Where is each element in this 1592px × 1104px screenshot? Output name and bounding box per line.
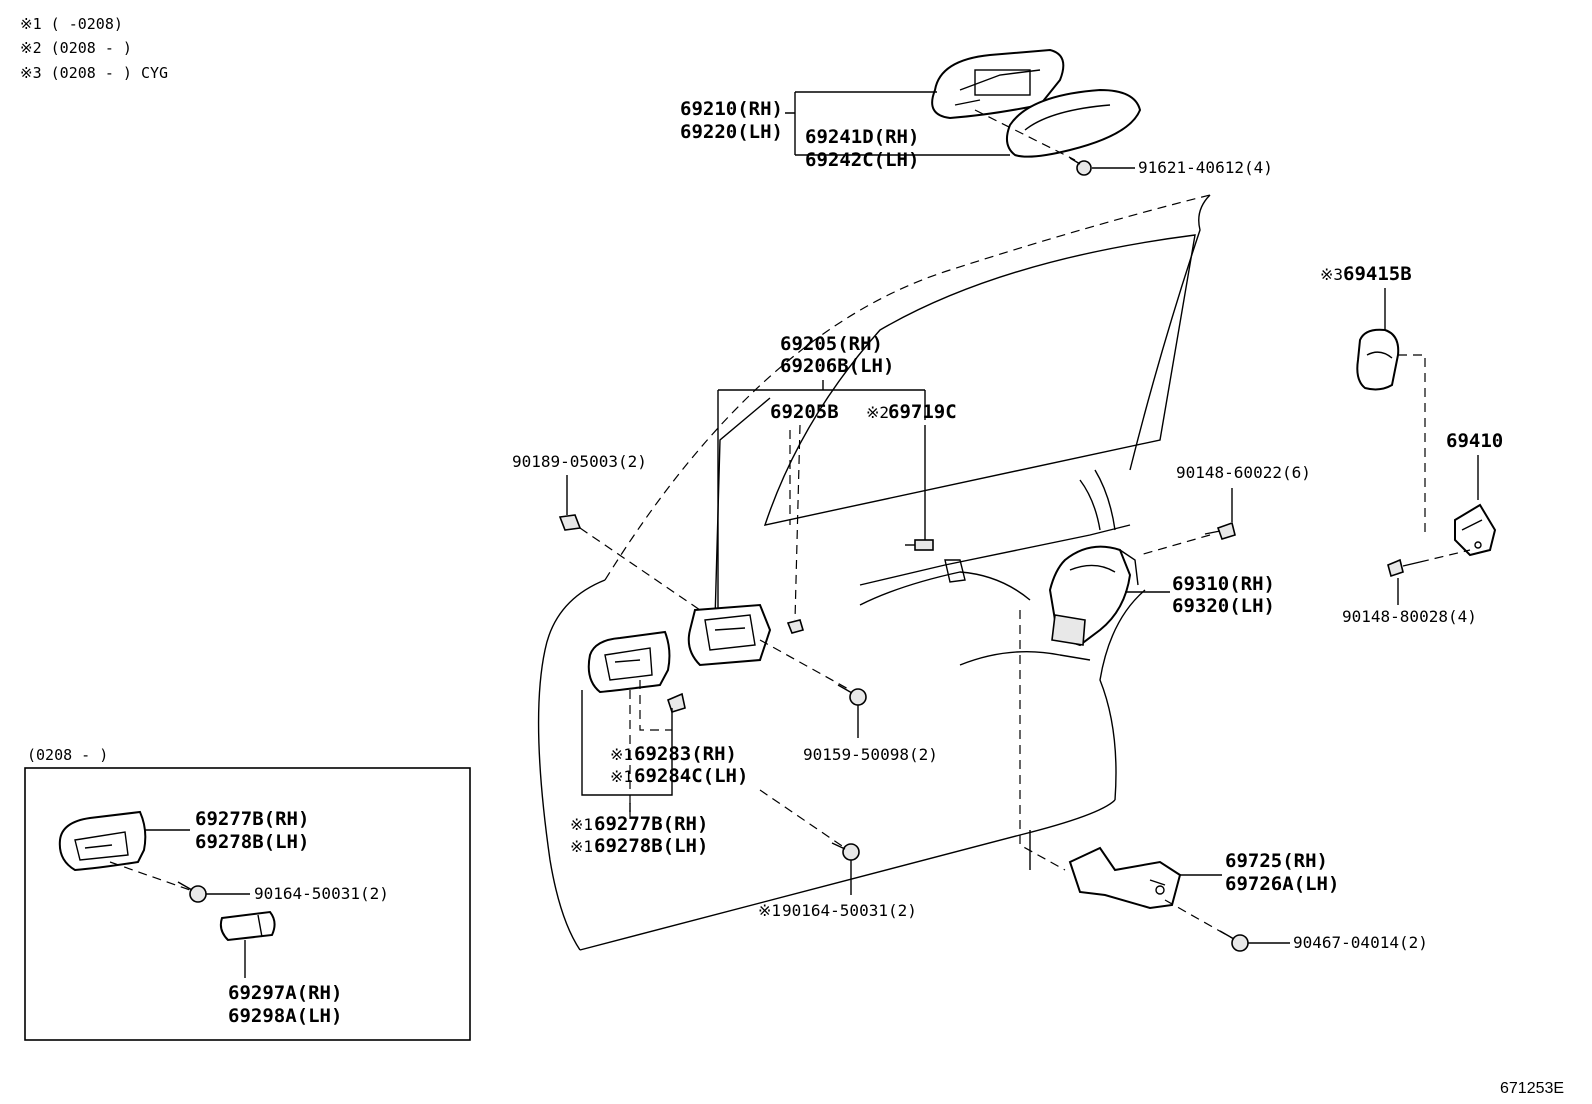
- leader-lock-screw-dash: [1139, 534, 1211, 556]
- label-inside-handle-lh: 69206B(LH): [780, 355, 894, 377]
- leader-handle-screw: [974, 109, 1076, 161]
- note-3: ※3 (0208 - ) CYG: [20, 64, 168, 82]
- inside-handle-pin[interactable]: [786, 619, 805, 634]
- label-inside-handle-sub: 69205B: [770, 401, 839, 423]
- outside-handle[interactable]: [931, 48, 1065, 120]
- label-striker-cover-mark: ※3: [1320, 265, 1343, 284]
- label-striker: 69410: [1446, 430, 1503, 452]
- door-outline: [537, 194, 1211, 951]
- bezel[interactable]: [587, 630, 671, 694]
- inset-screw[interactable]: [177, 881, 207, 903]
- label-bezel-screw-mark: ※1: [758, 901, 781, 920]
- label-clip-left: 90189-05003(2): [512, 452, 647, 471]
- label-bezel-cover-mark-rh: ※1: [610, 745, 633, 764]
- leader-striker-dash: [1398, 354, 1426, 535]
- leader-inside-handle-sub: [714, 397, 771, 621]
- label-bezel-rh: 69277B(RH): [594, 813, 708, 835]
- label-inset-cover-rh: 69297A(RH): [228, 982, 342, 1004]
- note-2: ※2 (0208 - ): [20, 39, 132, 57]
- leader-handle-screw-mid-dash: [759, 639, 851, 691]
- bezel-screw[interactable]: [831, 842, 860, 861]
- lock-screw[interactable]: [1204, 521, 1236, 540]
- label-bezel-cover-rh: 69283(RH): [634, 743, 737, 765]
- label-inset-bezel-lh: 69278B(LH): [195, 831, 309, 853]
- leader-bezel: [581, 690, 673, 796]
- label-door-lock-rh: 69310(RH): [1172, 573, 1275, 595]
- note-1: ※1 ( -0208): [20, 15, 123, 33]
- label-bezel-lh: 69278B(LH): [594, 835, 708, 857]
- label-handle-screw-mid: 90159-50098(2): [803, 745, 938, 764]
- striker-cover[interactable]: [1356, 328, 1400, 391]
- lock-rods: [859, 469, 1131, 666]
- label-bezel-mark-rh: ※1: [570, 815, 593, 834]
- striker[interactable]: [1454, 503, 1497, 557]
- rod-clip[interactable]: [905, 539, 934, 551]
- label-rod-clip: 69719C: [888, 401, 957, 423]
- leader-bezel-screw-dash: [759, 789, 846, 849]
- label-bracket-lh: 69726A(LH): [1225, 873, 1339, 895]
- outside-handle-cover[interactable]: [1005, 88, 1142, 158]
- label-rod-clip-mark: ※2: [866, 403, 889, 422]
- leader-bezel-cover-dash: [639, 680, 672, 731]
- label-bracket-rh: 69725(RH): [1225, 850, 1328, 872]
- label-door-lock-lh: 69320(LH): [1172, 595, 1275, 617]
- inset-bezel[interactable]: [58, 810, 147, 872]
- handle-screw-top[interactable]: [1069, 157, 1092, 176]
- label-striker-screw: 90148-80028(4): [1342, 607, 1477, 626]
- label-cover-lh: 69242C(LH): [805, 149, 919, 171]
- inset-box: [24, 767, 471, 1041]
- leader-clip-left-dash: [579, 527, 701, 611]
- label-cover-rh: 69241D(RH): [805, 126, 919, 148]
- inset-cover[interactable]: [219, 910, 276, 942]
- label-inset-cover-lh: 69298A(LH): [228, 1005, 342, 1027]
- diagram-id: 671253E: [1500, 1080, 1564, 1097]
- leader-bracket-screw-dash: [1164, 899, 1233, 939]
- label-bezel-screw: 90164-50031(2): [782, 901, 917, 920]
- inset-title: (0208 - ): [27, 746, 108, 764]
- label-lock-screw: 90148-60022(6): [1176, 463, 1311, 482]
- clip-left[interactable]: [558, 514, 582, 531]
- label-inset-screw: 90164-50031(2): [254, 884, 389, 903]
- leader-handle: [785, 91, 1010, 156]
- bracket[interactable]: [1068, 846, 1182, 910]
- label-bezel-cover-mark-lh: ※1: [610, 767, 633, 786]
- label-handle-rh: 69210(RH): [680, 98, 783, 120]
- leader-inside-handle-sub-dash: [794, 424, 801, 621]
- label-handle-screw: 91621-40612(4): [1138, 158, 1273, 177]
- inside-handle[interactable]: [687, 603, 772, 667]
- striker-screw[interactable]: [1387, 558, 1421, 578]
- label-bezel-mark-lh: ※1: [570, 837, 593, 856]
- leader-inset-screw-dash: [109, 861, 191, 891]
- label-bezel-cover-lh: 69284C(LH): [634, 765, 748, 787]
- label-handle-lh: 69220(LH): [680, 121, 783, 143]
- label-bracket-screw: 90467-04014(2): [1293, 933, 1428, 952]
- leader-bracket-dash: [1019, 610, 1066, 871]
- handle-screw-mid[interactable]: [837, 684, 867, 706]
- label-striker-cover: 69415B: [1343, 263, 1412, 285]
- bezel-cover[interactable]: [667, 692, 686, 713]
- door-lock[interactable]: [1048, 545, 1139, 647]
- leader-striker-screw-dash: [1419, 549, 1471, 563]
- label-inset-bezel-rh: 69277B(RH): [195, 808, 309, 830]
- label-inside-handle-rh: 69205(RH): [780, 333, 883, 355]
